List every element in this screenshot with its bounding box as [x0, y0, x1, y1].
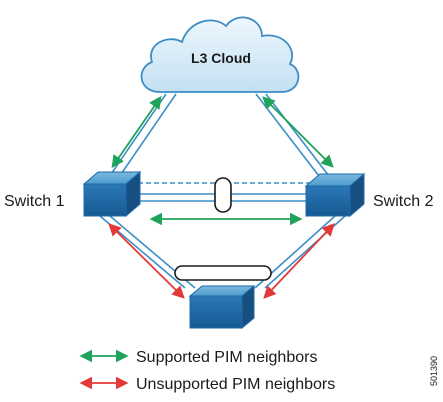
supported-pim-arrows	[79, 95, 334, 363]
unsupported-arrow-switch2-downstream	[263, 223, 335, 299]
switch-2-label: Switch 2	[373, 193, 434, 210]
unsupported-pim-arrows	[79, 223, 335, 390]
link-cloud-switch2-b	[265, 93, 333, 181]
switch-2	[304, 172, 366, 218]
cloud-label: L3 Cloud	[191, 50, 251, 66]
cloud-shape	[140, 16, 300, 93]
switch-1-label: Switch 1	[4, 193, 65, 210]
switch-1-front	[83, 183, 127, 217]
port-channel-oval-downstream	[174, 265, 272, 281]
link-cloud-switch1-a	[106, 93, 167, 181]
link-switch2-downstream-b	[264, 215, 346, 289]
port-channel-oval-peer	[214, 177, 232, 213]
figure-id: 501390	[429, 356, 439, 386]
supported-arrow-cloud-switch2	[262, 96, 334, 168]
legend-label-supported: Supported PIM neighbors	[136, 349, 317, 366]
link-cloud-switch2-a	[255, 93, 323, 181]
legend-label-unsupported: Unsupported PIM neighbors	[136, 376, 335, 393]
switch-2-front	[305, 185, 351, 217]
unsupported-arrow-switch1-downstream	[108, 223, 185, 299]
l3-cloud: L3 Cloud	[140, 16, 300, 93]
link-cloud-switch1-b	[116, 93, 177, 181]
switch-1	[82, 170, 142, 218]
downstream-switch-front	[189, 295, 243, 329]
downstream-switch	[188, 284, 256, 330]
supported-arrow-cloud-switch1	[111, 95, 162, 169]
